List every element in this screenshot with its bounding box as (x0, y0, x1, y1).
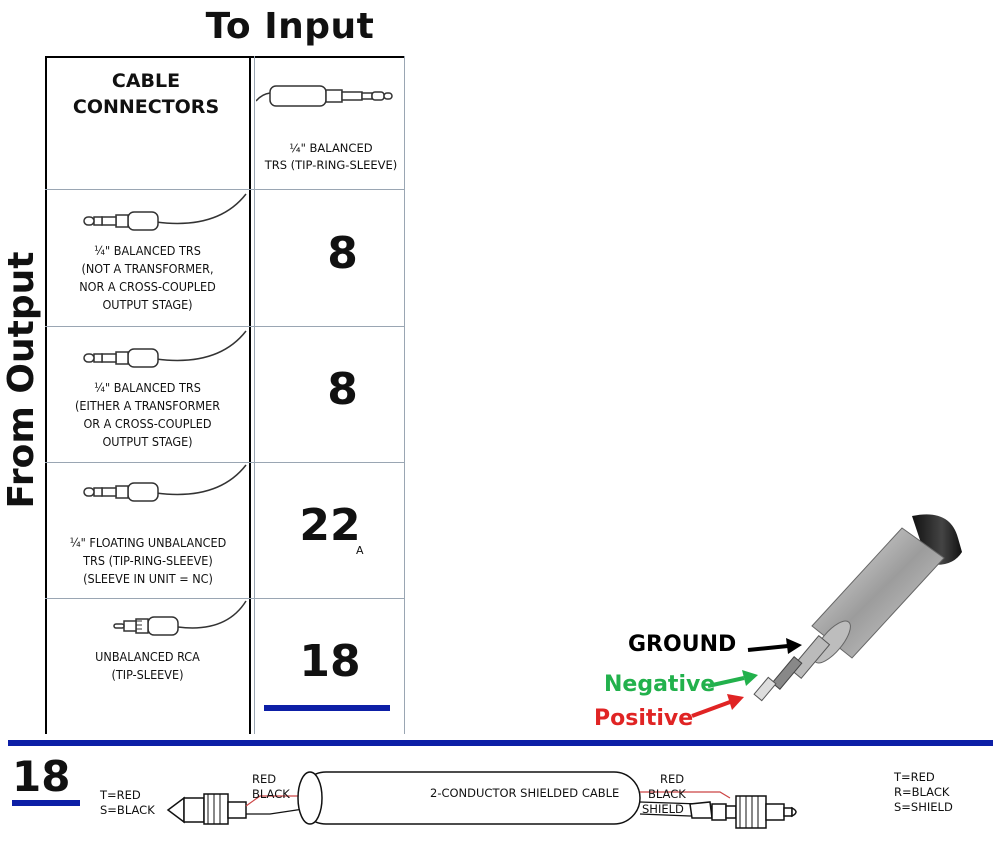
row1-l1: ¼" BALANCED TRS (94, 243, 201, 258)
right-sleeve-label: S=SHIELD (894, 800, 953, 814)
row1-label: ¼" BALANCED TRS (NOT A TRANSFORMER, NOR … (50, 242, 245, 314)
corner-label-line1: CABLE (111, 70, 181, 92)
positive-arrow-icon (691, 694, 744, 718)
trs-plug-row3-icon (83, 464, 247, 502)
section-divider (8, 740, 993, 746)
table-top-border (45, 56, 405, 58)
row-divider-4 (45, 598, 405, 599)
row3-value-subscript: A (356, 544, 364, 557)
trs-plug-row2-icon (83, 330, 247, 368)
positive-label: Positive (594, 706, 694, 731)
table-right-border (404, 56, 405, 734)
ground-arrow-icon (747, 638, 802, 654)
left-tip-label: T=RED (100, 788, 141, 802)
input-label-line1: ¼" BALANCED (289, 141, 373, 155)
to-input-title: To Input (205, 6, 375, 47)
trs-jack-photo-icon (753, 514, 962, 702)
row1-l2: (NOT A TRANSFORMER, (81, 261, 214, 276)
row4-l1: UNBALANCED RCA (95, 649, 200, 664)
rca-plug-wiring-icon (166, 793, 247, 825)
wiring-number-underline (12, 800, 80, 806)
trs-plug-row1-icon (83, 193, 247, 231)
row2-label: ¼" BALANCED TRS (EITHER A TRANSFORMER OR… (50, 379, 245, 451)
left-sleeve-label: S=BLACK (100, 803, 155, 817)
ground-label: GROUND (628, 632, 737, 657)
row2-l1: ¼" BALANCED TRS (94, 380, 201, 395)
row1-l4: OUTPUT STAGE) (102, 297, 193, 312)
corner-label-line2: CONNECTORS (72, 96, 220, 118)
table-left-border (45, 56, 47, 734)
input-connector-label: ¼" BALANCED TRS (TIP-RING-SLEEVE) (256, 140, 406, 174)
trs-plug-wiring-icon (689, 795, 797, 829)
row-divider-2 (45, 326, 405, 327)
wiring-number: 18 (12, 752, 71, 801)
table-col-divider (249, 56, 251, 734)
row-divider-1 (45, 189, 405, 190)
input-label-line2: TRS (TIP-RING-SLEEVE) (264, 158, 398, 172)
left-red-wire-label: RED (252, 772, 277, 786)
cable-connectors-label: CABLE CONNECTORS (60, 68, 232, 120)
row4-value: 18 (299, 636, 361, 687)
right-shield-wire-label: SHIELD (642, 802, 684, 816)
negative-label: Negative (604, 672, 716, 697)
row3-label: ¼" FLOATING UNBALANCED TRS (TIP-RING-SLE… (48, 534, 248, 588)
row-divider-3 (45, 462, 405, 463)
row4-highlight-bar (264, 705, 390, 711)
row4-label: UNBALANCED RCA (TIP-SLEEVE) (50, 648, 245, 684)
negative-arrow-icon (707, 670, 758, 688)
row3-value: 22 (299, 500, 361, 551)
shielded-cable-icon (297, 771, 641, 825)
right-tip-label: T=RED (894, 770, 935, 784)
right-black-wire-label: BLACK (648, 787, 686, 801)
row2-l3: OR A CROSS-COUPLED (83, 416, 212, 431)
row3-l1: ¼" FLOATING UNBALANCED (69, 535, 227, 550)
table-col-divider-2 (254, 56, 255, 734)
right-red-wire-label: RED (660, 772, 685, 786)
row2-value: 8 (327, 364, 358, 415)
row2-l4: OUTPUT STAGE) (102, 434, 193, 449)
row1-l3: NOR A CROSS-COUPLED (79, 279, 216, 294)
wiring-diagram (166, 771, 797, 829)
trs-plug-input-icon (256, 85, 393, 107)
right-ring-label: R=BLACK (894, 785, 950, 799)
row2-l2: (EITHER A TRANSFORMER (74, 398, 221, 413)
row3-l2: TRS (TIP-RING-SLEEVE) (83, 553, 213, 568)
left-black-wire-label: BLACK (252, 787, 290, 801)
row4-l2: (TIP-SLEEVE) (111, 667, 184, 682)
rca-plug-row4-icon (113, 600, 247, 636)
from-output-title: From Output (1, 251, 42, 509)
cable-label: 2-CONDUCTOR SHIELDED CABLE (430, 786, 620, 800)
row1-value: 8 (327, 228, 358, 279)
row3-l3: (SLEEVE IN UNIT = NC) (83, 571, 213, 586)
